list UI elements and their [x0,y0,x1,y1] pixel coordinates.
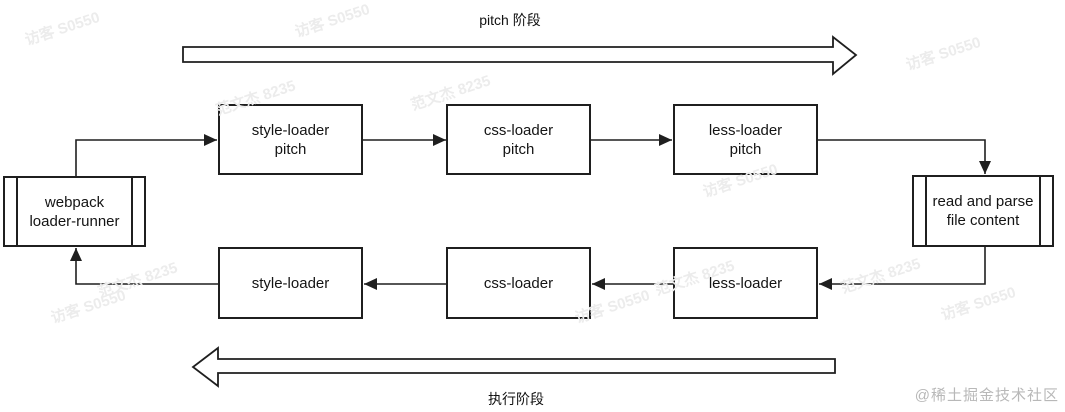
execution-phase-label: 执行阶段 [488,391,544,407]
connector-less-pitch-to-read [818,139,991,174]
node-less-loader: less-loader [673,247,818,319]
exec-phase-arrow [191,346,836,388]
pitch-phase-label: pitch 阶段 [479,12,541,28]
juejin-credit: @稀土掘金技术社区 [914,387,1059,404]
node-read-and-parse-file-content: read and parse file content [912,175,1054,247]
connector-webpack-to-style-pitch [75,134,217,176]
connector-style-to-webpack [70,248,218,285]
node-style-loader-pitch: style-loader pitch [218,104,363,175]
pitch-phase-arrow [182,35,858,76]
node-less-loader-pitch: less-loader pitch [673,104,818,175]
node-style-loader: style-loader [218,247,363,319]
connector-read-to-less [819,247,986,290]
node-webpack-loader-runner: webpack loader-runner [3,176,146,247]
node-css-loader-pitch: css-loader pitch [446,104,591,175]
node-css-loader: css-loader [446,247,591,319]
